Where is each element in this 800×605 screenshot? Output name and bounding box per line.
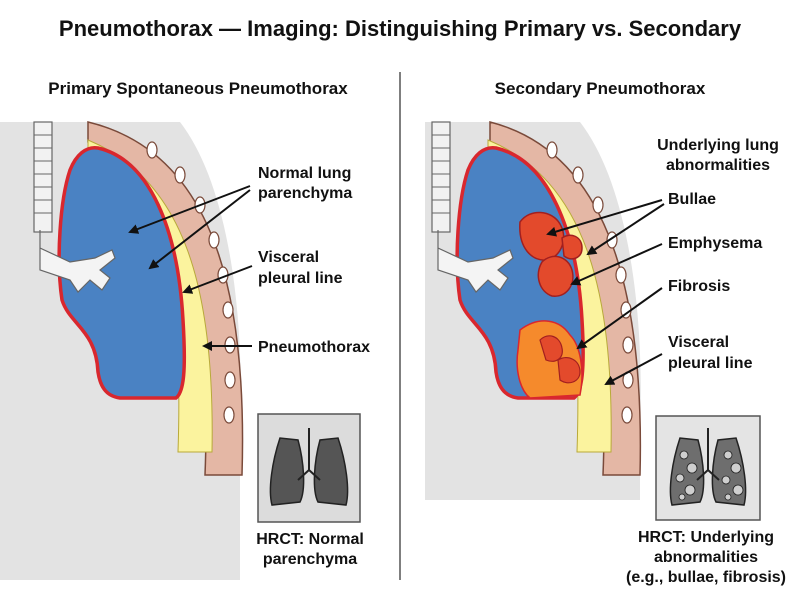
bronchial-tree bbox=[437, 230, 514, 293]
arrow-normal-lung-1 bbox=[128, 185, 251, 234]
bronchial-tree bbox=[39, 230, 116, 293]
label-normal-lung-line1: Normal lung bbox=[258, 165, 351, 182]
arrow-visceral-line bbox=[604, 353, 663, 385]
bulla-lesion-small bbox=[561, 234, 583, 260]
label-underlying-line1: Underlying lung bbox=[657, 137, 779, 154]
label-pneumothorax: Pneumothorax bbox=[258, 339, 370, 356]
label-normal-lung-line2: parenchyma bbox=[258, 185, 352, 202]
trachea bbox=[33, 121, 53, 233]
primary-hrct-caption-line2: parenchyma bbox=[263, 551, 357, 568]
primary-arrows bbox=[128, 185, 253, 351]
secondary-arrows bbox=[546, 199, 665, 385]
secondary-hrct-caption-line3: (e.g., bullae, fibrosis) bbox=[626, 569, 786, 586]
secondary-lung-illustration bbox=[425, 121, 642, 500]
label-visceral-line1: Visceral bbox=[258, 249, 319, 266]
label-fibrosis: Fibrosis bbox=[668, 278, 730, 295]
trachea bbox=[431, 121, 451, 233]
secondary-hrct-caption-line1: HRCT: Underlying bbox=[638, 529, 774, 546]
label-underlying-line2: abnormalities bbox=[666, 157, 770, 174]
secondary-heading: Secondary Pneumothorax bbox=[495, 79, 706, 98]
primary-heading: Primary Spontaneous Pneumothorax bbox=[48, 79, 348, 98]
fibrosis-focus bbox=[557, 357, 581, 384]
label-visceral-line2: pleural line bbox=[258, 270, 343, 287]
collapsed-lung bbox=[57, 146, 187, 400]
label-visceral-line2: pleural line bbox=[668, 355, 753, 372]
arrow-emphysema bbox=[570, 243, 663, 286]
secondary-hrct-caption-line2: abnormalities bbox=[654, 549, 758, 566]
arrow-visceral-line bbox=[182, 265, 253, 294]
primary-hrct-inset bbox=[257, 413, 361, 523]
primary-hrct-caption-line1: HRCT: Normal bbox=[256, 531, 364, 548]
arrow-bullae-2 bbox=[586, 203, 665, 256]
arrow-normal-lung-2 bbox=[148, 189, 251, 270]
page-title: Pneumothorax — Imaging: Distinguishing P… bbox=[59, 16, 742, 41]
label-visceral-line1: Visceral bbox=[668, 334, 729, 351]
rib-cross-sections bbox=[546, 141, 634, 424]
fibrosis-focus bbox=[539, 335, 563, 362]
primary-lung-illustration bbox=[0, 121, 244, 580]
arrow-bullae-1 bbox=[546, 199, 663, 237]
secondary-hrct-inset bbox=[655, 415, 761, 521]
label-emphysema: Emphysema bbox=[668, 235, 762, 252]
arrow-fibrosis bbox=[576, 287, 663, 350]
label-bullae: Bullae bbox=[668, 191, 716, 208]
emphysema-lesion bbox=[537, 255, 574, 297]
